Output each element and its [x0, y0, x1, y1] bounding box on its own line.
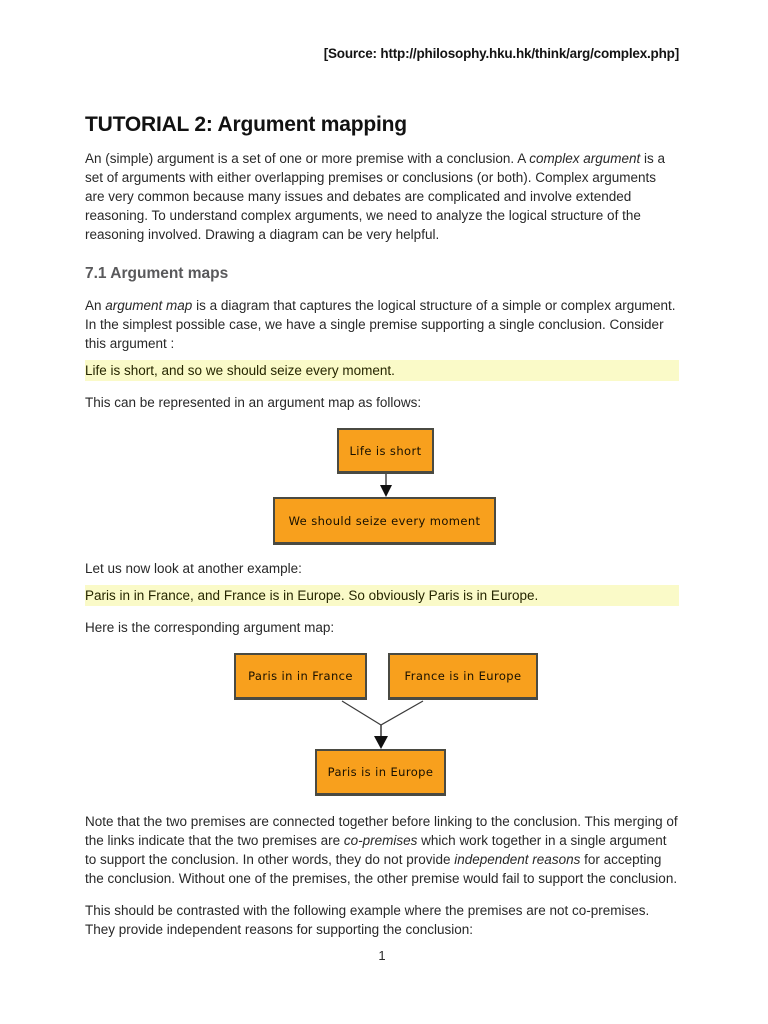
premise-box-label: Life is short	[349, 443, 422, 458]
argument-map-paragraph: An argument map is a diagram that captur…	[85, 296, 679, 353]
source-attribution: [Source: http://philosophy.hku.hk/think/…	[323, 46, 680, 61]
page-number: 1	[378, 948, 386, 963]
highlighted-example-1: Life is short, and so we should seize ev…	[85, 360, 679, 381]
diagram-1-caption: This can be represented in an argument m…	[85, 395, 422, 410]
contrast-paragraph: This should be contrasted with the follo…	[85, 903, 650, 937]
intro-text-run: An (simple) argument is a set of one or …	[85, 151, 530, 166]
arrow-down-icon	[380, 474, 392, 497]
page-title: TUTORIAL 2: Argument mapping	[85, 113, 407, 136]
note-text-run: Note that the two premises are connected…	[85, 814, 678, 848]
highlighted-example-2: Paris in in France, and France is in Eur…	[85, 585, 679, 606]
note-paragraph: Note that the two premises are connected…	[85, 812, 679, 888]
premise-box-label: Paris in in France	[248, 669, 353, 683]
intro-italic-run: complex argument	[529, 151, 641, 166]
conclusion-box-label: Paris is in Europe	[327, 765, 434, 779]
page-content: [Source: http://philosophy.hku.hk/think/…	[85, 0, 679, 963]
premise-box: Paris in in France	[234, 653, 367, 700]
premise-box-label: France is in Europe	[404, 669, 522, 683]
converging-arrows-icon	[341, 700, 424, 749]
note-italic-run: co-premises	[343, 833, 418, 848]
conclusion-box-label: We should seize every moment	[288, 513, 481, 528]
argument-map-diagram-2: Paris in in France France is in Europe P…	[85, 653, 679, 796]
example-2-intro: Let us now look at another example:	[85, 561, 302, 576]
argument-map-diagram-1: Life is short We should seize every mome…	[85, 428, 679, 546]
premise-box: Life is short	[337, 428, 434, 474]
note-italic-run: independent reasons	[454, 852, 581, 867]
note-text-run: which work together in a single argument…	[85, 833, 667, 867]
conclusion-box: We should seize every moment	[273, 497, 496, 545]
premise-box: France is in Europe	[388, 653, 538, 700]
conclusion-box: Paris is in Europe	[315, 749, 446, 796]
intro-paragraph: An (simple) argument is a set of one or …	[85, 149, 679, 244]
argmap-italic-run: argument map	[105, 298, 193, 313]
argmap-text-run: An	[85, 298, 106, 313]
diagram-2-caption: Here is the corresponding argument map:	[85, 620, 335, 635]
intro-text-run: is a set of arguments with either overla…	[85, 151, 666, 242]
note-text-run: for accepting the conclusion. Without on…	[85, 852, 678, 886]
argmap-text-run: is a diagram that captures the logical s…	[85, 298, 676, 351]
section-heading-7-1: 7.1 Argument maps	[85, 265, 229, 282]
